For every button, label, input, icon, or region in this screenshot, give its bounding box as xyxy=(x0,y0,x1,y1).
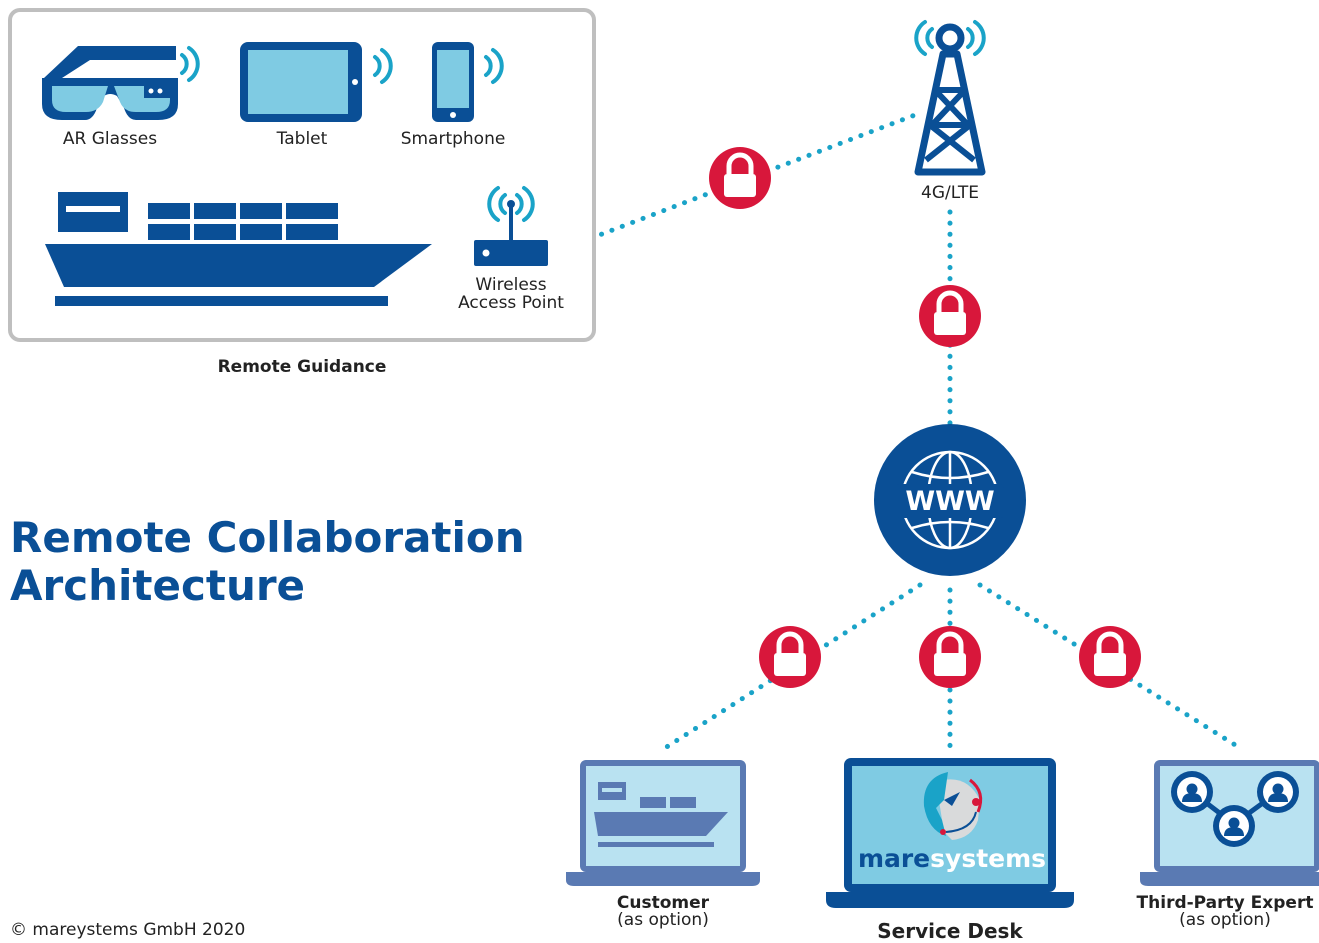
customer-laptop xyxy=(566,760,760,886)
ship-icon xyxy=(45,192,432,306)
cell-tower-icon xyxy=(914,20,986,176)
tower-label: 4G/LTE xyxy=(921,183,979,203)
lock-icon-service-desk-link xyxy=(919,626,981,688)
copyright-text: © mareystems GmbH 2020 xyxy=(10,920,246,940)
lock-icon-tower-link xyxy=(919,285,981,347)
remote-guidance-caption: Remote Guidance xyxy=(217,357,387,377)
customer-label: Customer xyxy=(616,893,710,913)
maresystems-logo: maresystems xyxy=(858,844,1046,873)
ar-glasses-label: AR Glasses xyxy=(62,129,158,149)
page-title-line2: Architecture xyxy=(10,561,306,610)
page-title: Remote Collaboration Architecture xyxy=(10,514,525,610)
page-title-line1: Remote Collaboration xyxy=(10,513,525,562)
globe-icon: WWW xyxy=(874,424,1026,576)
third-party-label: Third-Party Expert xyxy=(1136,893,1314,913)
tablet-icon xyxy=(240,42,393,122)
service-desk-laptop: maresystems xyxy=(826,758,1074,908)
third-party-laptop xyxy=(1140,760,1319,886)
network-people-icon xyxy=(1171,771,1299,847)
ar-glasses-icon xyxy=(42,46,200,120)
lock-icon-customer-link xyxy=(759,626,821,688)
agent-head-logo xyxy=(923,772,983,840)
customer-note: (as option) xyxy=(617,910,709,930)
tablet-label: Tablet xyxy=(276,129,328,149)
access-point-label-line1: Wireless xyxy=(475,275,547,295)
www-label: WWW xyxy=(905,486,994,517)
ship-icon-small xyxy=(594,782,728,847)
access-point-label-line2: Access Point xyxy=(458,293,564,313)
smartphone-icon xyxy=(432,42,504,122)
service-desk-label: Service Desk xyxy=(877,919,1023,943)
third-party-note: (as option) xyxy=(1179,910,1271,930)
smartphone-label: Smartphone xyxy=(400,129,506,149)
lock-icon-third-party-link xyxy=(1079,626,1141,688)
router-icon xyxy=(474,186,548,266)
lock-icon-ap-link xyxy=(709,147,771,209)
